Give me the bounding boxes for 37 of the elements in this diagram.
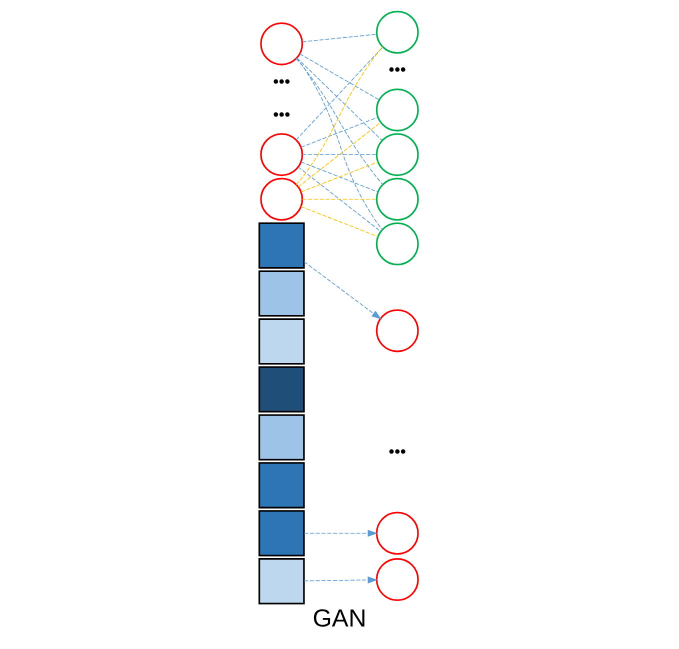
node-box [258, 270, 305, 317]
node-box [258, 366, 305, 413]
connector [299, 53, 380, 100]
label: ••• [272, 104, 290, 124]
node-circle [376, 309, 419, 352]
node-circle [376, 133, 419, 176]
connector [298, 166, 381, 232]
node-circle [260, 133, 304, 176]
node-box [258, 318, 305, 365]
connector [296, 58, 383, 230]
caption: GAN [312, 606, 366, 633]
node-box [258, 462, 305, 508]
node-circle [376, 10, 419, 54]
arrow [304, 576, 378, 584]
label: ••• [388, 60, 406, 80]
node-circle [376, 178, 419, 221]
label: ••• [272, 72, 290, 91]
node-circle [376, 222, 419, 266]
connector [302, 198, 377, 200]
node-circle [376, 88, 419, 132]
node-box [258, 222, 305, 269]
node-box [258, 510, 305, 556]
node-box [258, 414, 305, 460]
label: ••• [388, 442, 406, 462]
connector [302, 34, 377, 42]
connector [300, 116, 378, 148]
arrow [304, 261, 382, 320]
connector [300, 161, 378, 192]
node-circle [260, 22, 304, 66]
node-box [258, 558, 305, 604]
connector [300, 206, 378, 238]
node-circle [376, 558, 419, 602]
arrow [304, 530, 378, 537]
connector [298, 122, 381, 188]
node-circle [260, 178, 304, 221]
node-circle [376, 512, 419, 555]
connector [302, 154, 377, 156]
